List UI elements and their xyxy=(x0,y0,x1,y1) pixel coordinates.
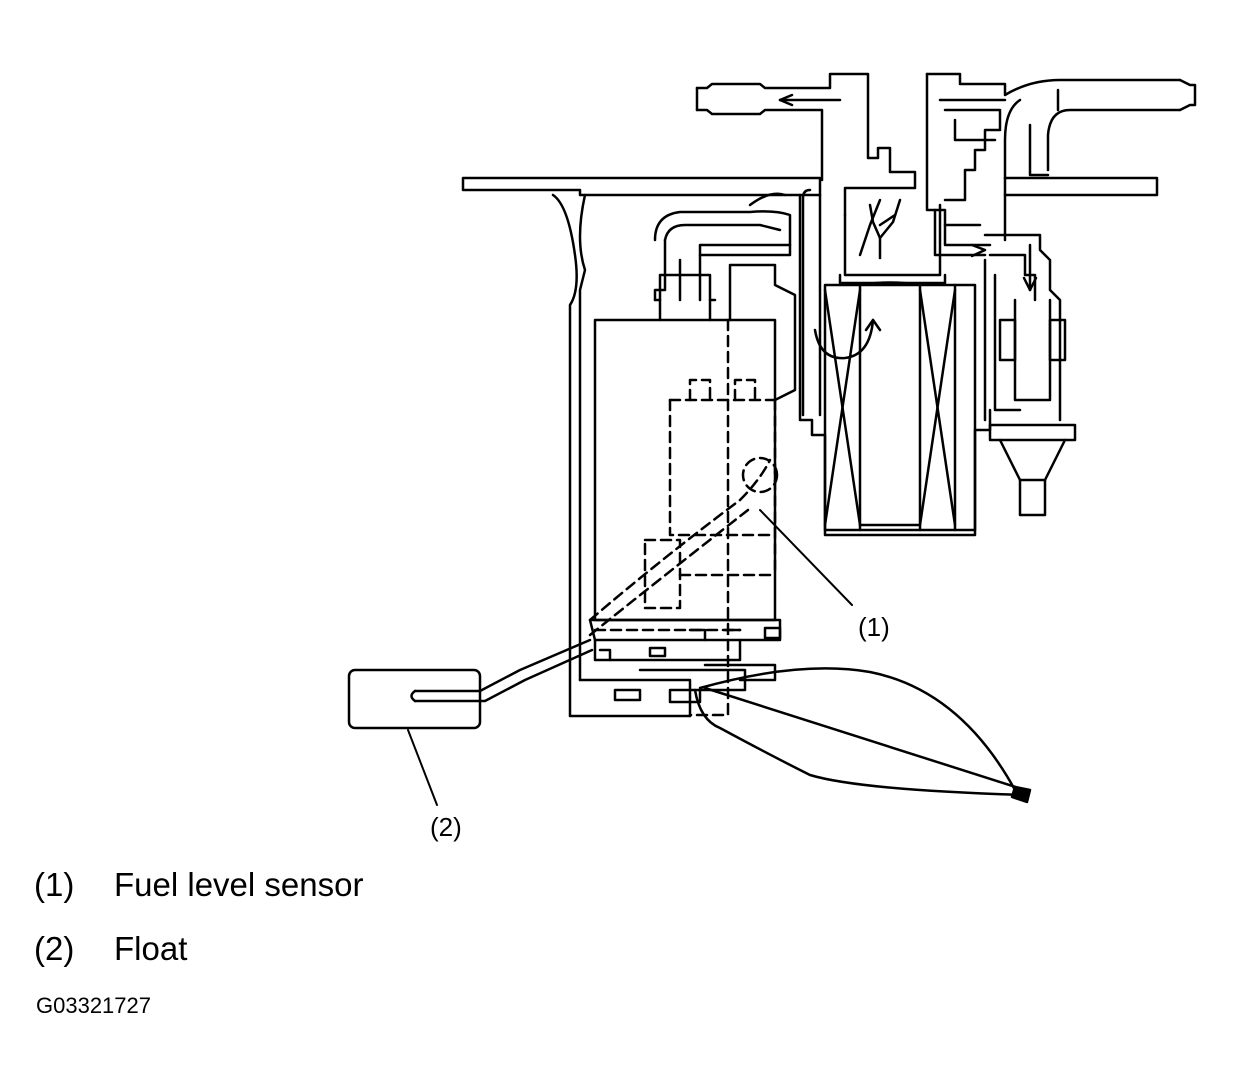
legend-item-2: (2) Float xyxy=(34,930,187,968)
legend-item-1-number: (1) xyxy=(34,866,75,903)
pump-base xyxy=(588,618,782,704)
legend-item-2-number: (2) xyxy=(34,930,75,967)
callout-1-number: (1) xyxy=(858,612,890,642)
pump-bracket xyxy=(551,193,692,718)
fuel-pump-motor xyxy=(593,192,797,622)
outlet-pipe xyxy=(695,72,917,217)
jet-pump-housing xyxy=(798,188,992,537)
wiring-harness xyxy=(693,667,1032,804)
callout-2-number: (2) xyxy=(430,812,462,842)
legend-item-1: (1) Fuel level sensor xyxy=(34,866,363,904)
pressure-regulator-coil xyxy=(813,281,977,532)
callout-2-leader xyxy=(407,729,438,806)
fuel-level-sensor-hidden-lines xyxy=(588,318,779,717)
regulator-valve xyxy=(988,298,1077,517)
mounting-flange xyxy=(461,176,1159,197)
float-arm xyxy=(410,638,594,703)
legend-item-2-label: Float xyxy=(114,930,188,967)
return-pipe xyxy=(925,72,1197,422)
legend-item-1-label: Fuel level sensor xyxy=(114,866,364,903)
callout-1-leader xyxy=(759,509,853,606)
figure-id: G03321727 xyxy=(36,993,151,1018)
float xyxy=(347,668,482,730)
